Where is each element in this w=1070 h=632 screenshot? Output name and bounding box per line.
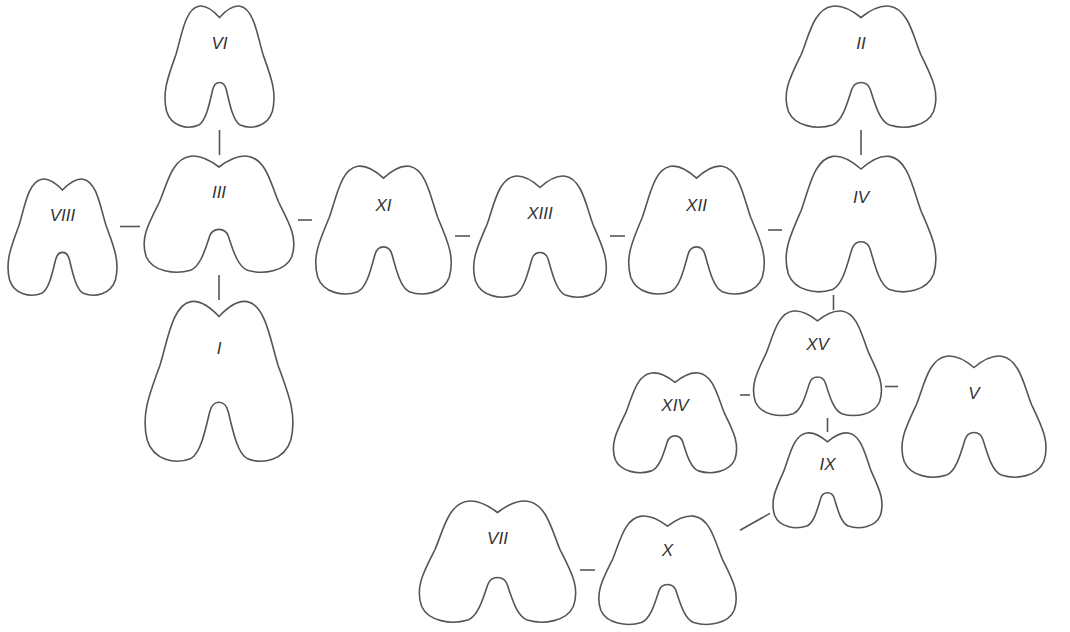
- roman-numeral: II: [856, 35, 865, 54]
- leaf-outline: [770, 432, 885, 530]
- connector-line: [455, 235, 470, 237]
- outline-path: [474, 176, 607, 297]
- specimen-outline: XII: [625, 165, 768, 297]
- leaf-outline: [750, 310, 885, 418]
- outline-path: [773, 433, 882, 528]
- leaf-outline: [782, 155, 940, 295]
- specimen-outline: VIII: [5, 178, 120, 298]
- specimen-outline: X: [595, 515, 740, 627]
- connector-line: [740, 394, 750, 396]
- specimen-outline: VI: [162, 5, 277, 130]
- specimen-outline: XIII: [470, 175, 610, 300]
- connector-line: [860, 130, 862, 155]
- leaf-outline: [140, 155, 298, 275]
- leaf-outline: [162, 5, 277, 130]
- roman-numeral: XIII: [527, 205, 553, 224]
- specimen-outline: V: [898, 355, 1050, 480]
- connector-line: [219, 130, 221, 155]
- outline-path: [316, 166, 452, 294]
- connector-line: [120, 226, 140, 228]
- roman-numeral: XI: [375, 197, 391, 216]
- leaf-outline: [595, 515, 740, 627]
- outline-path: [144, 156, 294, 272]
- leaf-outline: [5, 178, 120, 298]
- specimen-outline: XI: [312, 165, 455, 297]
- roman-numeral: XII: [686, 197, 707, 216]
- specimen-outline: IX: [770, 432, 885, 530]
- outline-path: [786, 6, 936, 127]
- connector-line: [218, 275, 220, 300]
- leaf-outline: [312, 165, 455, 297]
- leaf-outline: [610, 372, 740, 475]
- connector-line: [833, 295, 835, 310]
- specimen-outline: XV: [750, 310, 885, 418]
- specimen-outline: XIV: [610, 372, 740, 475]
- outline-path: [599, 516, 737, 624]
- leaf-outline: [470, 175, 610, 300]
- specimen-outline: I: [141, 300, 297, 465]
- connector-line: [827, 418, 829, 432]
- connector-line: [580, 569, 595, 571]
- outline-path: [8, 179, 117, 295]
- roman-numeral: IV: [853, 189, 869, 208]
- leaf-outline: [415, 500, 580, 625]
- roman-numeral: XV: [806, 336, 829, 355]
- leaf-outline: [625, 165, 768, 297]
- connector-line: [768, 229, 782, 231]
- specimen-outline: III: [140, 155, 298, 275]
- roman-numeral: VIII: [50, 207, 76, 226]
- connector-line: [298, 219, 312, 221]
- roman-numeral: IX: [819, 456, 835, 475]
- outline-path: [419, 501, 575, 622]
- roman-numeral: X: [662, 542, 673, 561]
- roman-numeral: VI: [211, 35, 227, 54]
- outline-path: [613, 373, 736, 473]
- roman-numeral: V: [968, 385, 979, 404]
- leaf-outline: [898, 355, 1050, 480]
- outline-path: [165, 6, 274, 127]
- roman-numeral: III: [212, 184, 226, 203]
- outline-path: [145, 301, 293, 461]
- specimen-outline: II: [782, 5, 940, 130]
- connector-line: [885, 386, 898, 388]
- leaf-outline: [141, 300, 297, 465]
- roman-numeral: VII: [487, 530, 508, 549]
- roman-numeral: I: [217, 340, 222, 359]
- outline-path: [786, 156, 936, 292]
- connector-line: [740, 513, 770, 530]
- leaf-outline: [782, 5, 940, 130]
- outline-path: [629, 166, 765, 294]
- roman-numeral: XIV: [661, 397, 688, 416]
- specimen-outline: IV: [782, 155, 940, 295]
- specimen-outline: VII: [415, 500, 580, 625]
- outline-path: [902, 356, 1046, 477]
- connector-line: [610, 235, 625, 237]
- outline-path: [753, 311, 881, 416]
